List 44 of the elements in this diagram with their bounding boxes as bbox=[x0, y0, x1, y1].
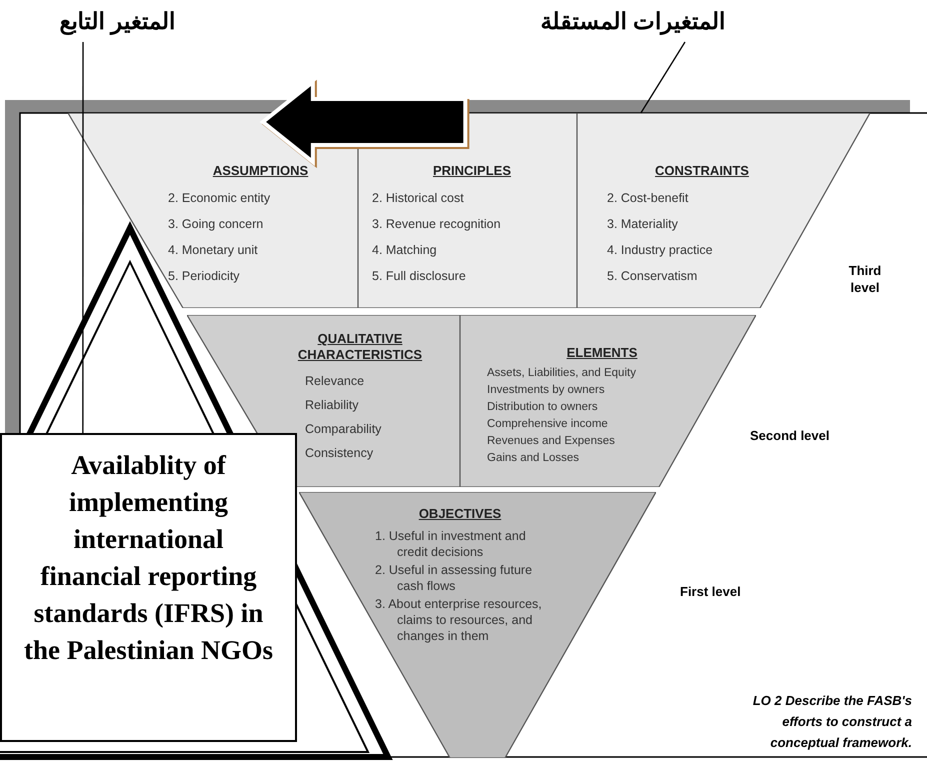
list-item: 4. Industry practice bbox=[607, 242, 714, 259]
variable-heading: المتغير التابع bbox=[5, 2, 175, 42]
leader-line bbox=[82, 42, 84, 433]
framework-section bbox=[299, 492, 656, 758]
level-label: Third level bbox=[848, 262, 882, 296]
list-item: Comparability bbox=[305, 421, 382, 438]
list-item: 2. Historical cost bbox=[372, 190, 465, 207]
learning-objective-note: LO 2 Describe the FASB's efforts to construct a conceptual framework. bbox=[752, 692, 912, 752]
list-item: Distribution to owners bbox=[487, 400, 599, 415]
section-heading: OBJECTIVES bbox=[418, 506, 502, 522]
list-item: 2. Cost-benefit bbox=[607, 190, 690, 207]
list-item: 3. Revenue recognition bbox=[372, 216, 502, 233]
list-item: 3. Materiality bbox=[607, 216, 679, 233]
section-heading: PRINCIPLES bbox=[432, 163, 512, 179]
section-heading: CONSTRAINTS bbox=[654, 163, 750, 179]
list-item: Comprehensive income bbox=[487, 417, 609, 432]
study-title-box bbox=[0, 433, 297, 742]
list-item: Consistency bbox=[305, 445, 374, 462]
list-item: Relevance bbox=[305, 373, 366, 390]
list-item: 2. Economic entity bbox=[168, 190, 272, 207]
variable-heading: المتغيرات المستقلة bbox=[460, 2, 725, 42]
list-item: Assets, Liabilities, and Equity bbox=[487, 366, 637, 381]
framework-section bbox=[358, 113, 577, 308]
section-heading: QUALITATIVE CHARACTERISTICS bbox=[296, 331, 424, 363]
list-item: 3. Going concern bbox=[168, 216, 264, 233]
list-item: Investments by owners bbox=[487, 383, 606, 398]
section-heading: ASSUMPTIONS bbox=[212, 163, 310, 179]
section-heading: ELEMENTS bbox=[566, 345, 638, 361]
list-item: 5. Periodicity bbox=[168, 268, 241, 285]
list-item: 4. Matching bbox=[372, 242, 438, 259]
list-item: Revenues and Expenses bbox=[487, 434, 616, 449]
list-item: 2. Useful in assessing future cash flows bbox=[375, 562, 534, 594]
list-item: Gains and Losses bbox=[487, 451, 580, 466]
list-item: Reliability bbox=[305, 397, 360, 414]
level-label: Second level bbox=[750, 428, 830, 443]
list-item: 4. Monetary unit bbox=[168, 242, 259, 259]
list-item: 3. About enterprise resources, claims to resources, and changes in them bbox=[375, 596, 543, 644]
list-item: 5. Conservatism bbox=[607, 268, 698, 285]
list-item: 5. Full disclosure bbox=[372, 268, 467, 285]
study-title-text: Availablity of implementing international financial reporting standards (IFRS) in the Palestinian NGOs bbox=[22, 449, 274, 667]
level-label: First level bbox=[680, 584, 742, 599]
framework-section bbox=[68, 113, 358, 308]
leader-line bbox=[640, 42, 686, 114]
list-item: 1. Useful in investment and credit decisions bbox=[375, 528, 527, 560]
